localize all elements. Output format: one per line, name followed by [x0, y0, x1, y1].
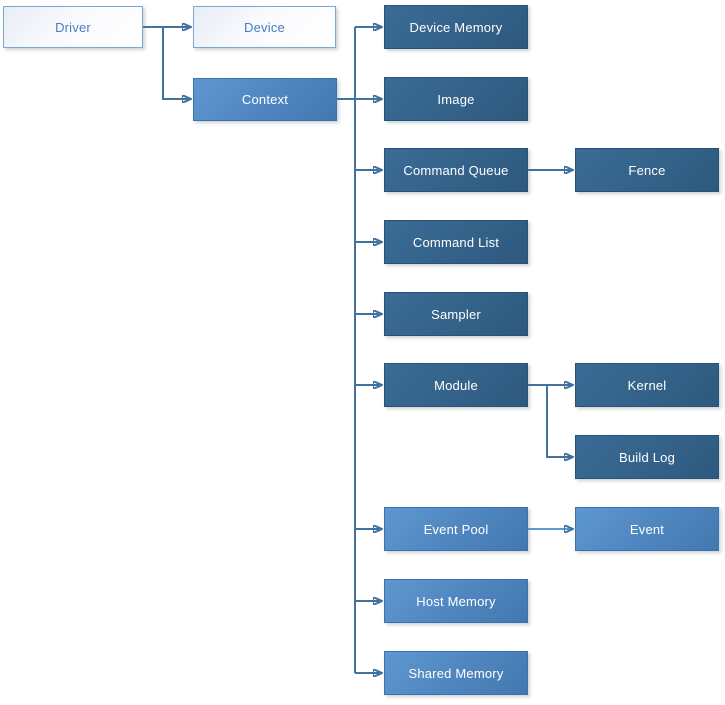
edge-driver-context: [162, 27, 190, 99]
node-event-label: Event: [629, 521, 665, 537]
node-event-pool: Event Pool: [384, 507, 528, 551]
node-driver: Driver: [3, 6, 143, 48]
node-image-label: Image: [437, 91, 475, 107]
node-device-memory: Device Memory: [384, 5, 528, 49]
node-command-list: Command List: [384, 220, 528, 264]
node-host-memory-label: Host Memory: [416, 593, 496, 609]
node-build-log: Build Log: [575, 435, 719, 479]
node-driver-label: Driver: [55, 19, 91, 35]
node-device-label: Device: [244, 19, 285, 35]
node-command-list-label: Command List: [412, 234, 500, 250]
node-context-label: Context: [241, 92, 289, 107]
node-sampler-label: Sampler: [431, 306, 481, 322]
node-module-label: Module: [434, 377, 478, 393]
node-sampler: Sampler: [384, 292, 528, 336]
node-host-memory: Host Memory: [384, 579, 528, 623]
edge-module-build-log: [546, 385, 572, 457]
node-fence: Fence: [575, 148, 719, 192]
node-event: Event: [575, 507, 719, 551]
node-command-queue-label: Command Queue: [403, 162, 509, 178]
node-fence-label: Fence: [628, 162, 666, 178]
node-device-memory-label: Device Memory: [409, 19, 503, 35]
node-build-log-label: Build Log: [618, 449, 675, 465]
node-module: Module: [384, 363, 528, 407]
node-image: Image: [384, 77, 528, 121]
node-context: Context: [193, 78, 337, 121]
node-device: Device: [193, 6, 336, 48]
node-event-pool-label: Event Pool: [423, 521, 489, 537]
node-kernel-label: Kernel: [627, 377, 667, 393]
node-command-queue: Command Queue: [384, 148, 528, 192]
node-shared-memory: Shared Memory: [384, 651, 528, 695]
node-kernel: Kernel: [575, 363, 719, 407]
node-shared-memory-label: Shared Memory: [408, 665, 504, 681]
